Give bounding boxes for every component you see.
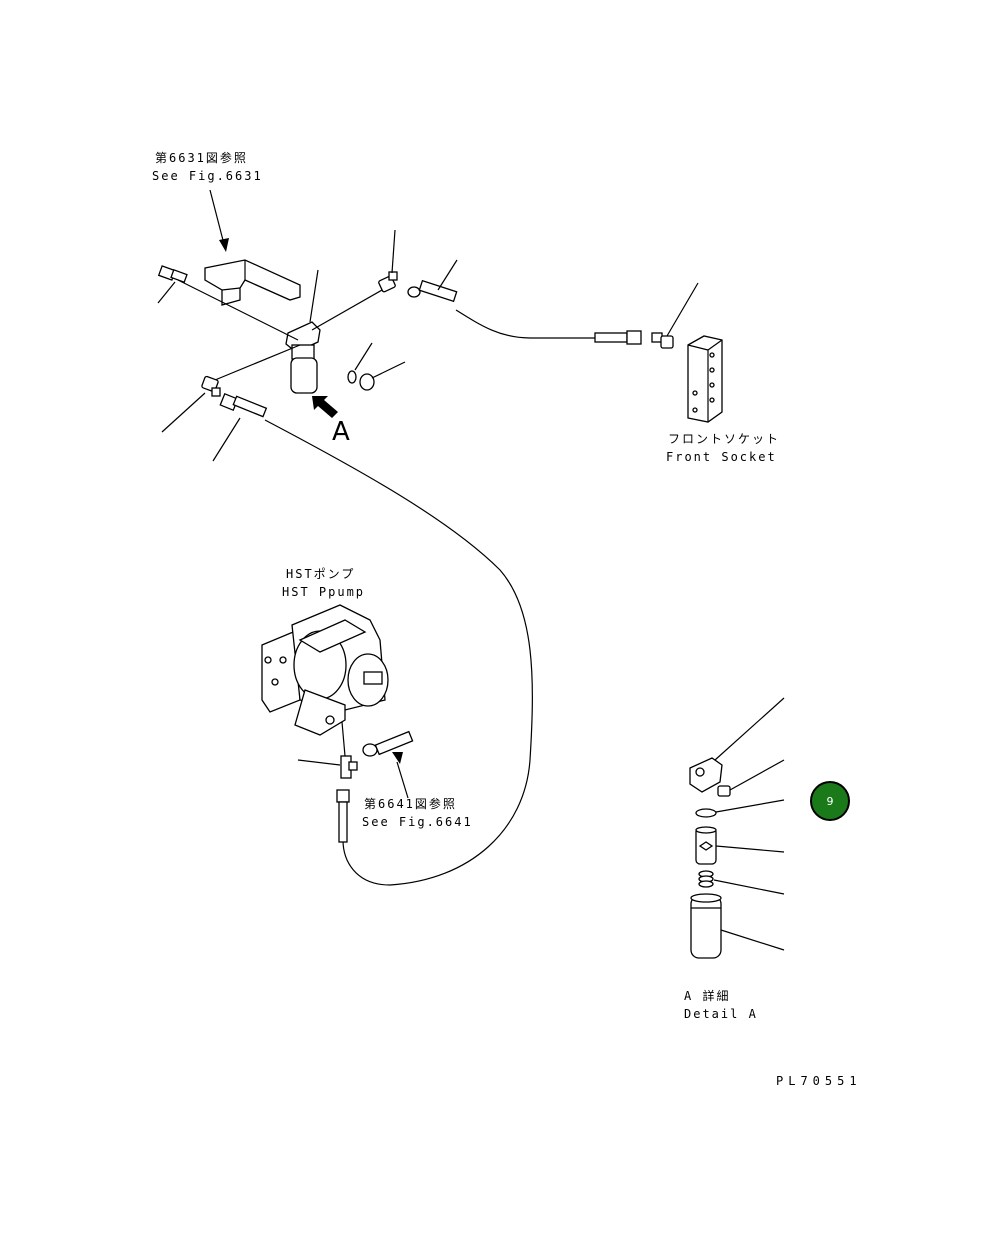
hst-pump-label-jp: HSTポンプ xyxy=(286,567,355,581)
hst-pump-label-en: HST Ppump xyxy=(282,585,365,599)
leader-detail-spring xyxy=(713,879,785,895)
bracket[interactable] xyxy=(204,259,301,306)
hst-pump[interactable] xyxy=(261,604,389,736)
see-6631-label-jp: 第6631図参照 xyxy=(155,150,248,165)
front-socket-label-en: Front Socket xyxy=(666,450,777,464)
pump-to-tee-line xyxy=(341,721,346,757)
leader-elbow-front xyxy=(666,282,699,337)
assembly-line-2 xyxy=(311,289,383,331)
leader-arrowhead xyxy=(219,238,229,252)
see-6641-label-en: See Fig.6641 xyxy=(362,815,473,829)
detail-a-element[interactable] xyxy=(695,826,717,865)
see-6631-label-en: See Fig.6631 xyxy=(152,169,263,183)
leader-connector-lower-left xyxy=(161,392,206,433)
front-socket-label-jp: フロントソケット xyxy=(668,432,780,446)
tee-fitting[interactable] xyxy=(340,755,358,779)
leader-elbow-upper xyxy=(391,229,396,274)
hose-upper xyxy=(455,309,595,339)
detail-a-plug[interactable] xyxy=(717,785,731,797)
leader-tee-fitting xyxy=(297,759,341,766)
badge-number: 9 xyxy=(827,795,834,808)
detail-a-spring[interactable] xyxy=(698,870,714,888)
leader-detail-element xyxy=(715,845,785,853)
drawing-number: PL70551 xyxy=(776,1074,862,1088)
assembly-line-3 xyxy=(214,344,301,381)
leader-see-6641 xyxy=(396,761,409,799)
leader-washer xyxy=(354,342,373,371)
hose-lower-end[interactable] xyxy=(219,392,268,418)
leader-bolt-left xyxy=(157,281,176,304)
leader-filter xyxy=(309,269,319,323)
see-6641-label-jp: 第6641図参照 xyxy=(364,796,457,811)
badge[interactable]: 9 xyxy=(810,781,850,821)
hose-pump-end[interactable] xyxy=(336,789,350,843)
nut[interactable] xyxy=(359,373,375,391)
assembly-line-1 xyxy=(177,279,299,341)
hose-upper-fitting[interactable] xyxy=(594,330,642,345)
leader-hose-lower xyxy=(212,417,241,462)
leader-detail-case xyxy=(720,929,785,951)
detail-a-case[interactable] xyxy=(690,893,722,959)
leader-detail-plug xyxy=(729,759,785,791)
detail-a-label-en: Detail A xyxy=(684,1007,758,1021)
elbow-front[interactable] xyxy=(651,332,674,349)
hose-6641-end[interactable] xyxy=(362,730,414,757)
arrow-a-label: A xyxy=(332,417,350,447)
leader-hose-upper xyxy=(437,259,458,291)
detail-a-label-jp: A 詳細 xyxy=(684,988,730,1003)
front-socket[interactable] xyxy=(687,335,723,423)
filter-assembly[interactable] xyxy=(285,321,321,394)
detail-a-head[interactable] xyxy=(689,757,723,793)
washer[interactable] xyxy=(347,370,357,384)
hose-upper-end[interactable] xyxy=(407,279,458,303)
leader-detail-oring xyxy=(715,799,785,813)
leader-detail-head xyxy=(714,697,785,761)
badge-circle xyxy=(810,781,850,821)
leader-6641-arrowhead xyxy=(392,752,403,764)
bolt-left[interactable] xyxy=(157,265,188,283)
connector-lower-left[interactable] xyxy=(201,375,221,397)
elbow-upper[interactable] xyxy=(378,271,398,293)
detail-a-oring[interactable] xyxy=(695,808,717,818)
hose-lower xyxy=(264,419,533,886)
leader-see-6631 xyxy=(209,189,226,249)
leader-nut xyxy=(371,361,406,379)
arrow-a-icon xyxy=(312,396,338,418)
